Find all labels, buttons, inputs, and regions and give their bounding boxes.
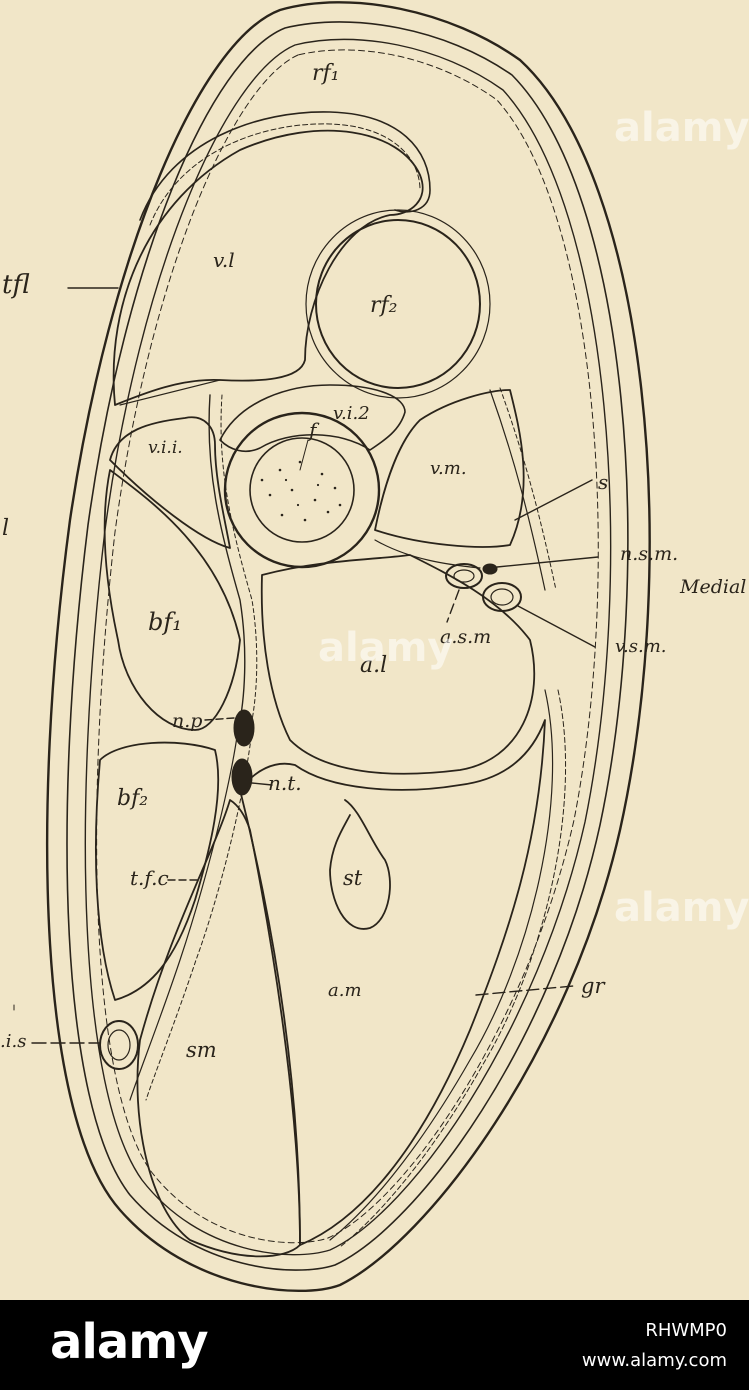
chamber-bf1 — [103, 469, 241, 731]
watermark-middle: alamy — [318, 625, 454, 671]
label-left-l: l — [2, 516, 10, 541]
label-vsm: v.s.m. — [615, 636, 667, 657]
label-bf1: bf₁ — [148, 608, 182, 636]
footer-bar: alamy RHWMP0 www.alamy.com — [0, 1300, 749, 1390]
label-al: a.l — [360, 653, 388, 678]
label-sm: sm — [186, 1038, 217, 1062]
label-vi2: v.i.2 — [333, 403, 370, 424]
outer-outline-inner — [66, 21, 629, 1271]
vessel-is — [99, 1020, 139, 1070]
leader-f — [299, 439, 309, 471]
label-f: f — [309, 418, 317, 442]
label-medial: Medial — [680, 576, 747, 598]
leader-gr — [475, 985, 574, 996]
central-septum — [208, 394, 246, 731]
outer-outline — [45, 1, 651, 1293]
nucleus-f-inner — [249, 437, 355, 543]
chamber-al — [260, 554, 536, 775]
nucleus-f-outer — [223, 411, 381, 569]
leader-asm — [446, 589, 460, 623]
body-wall-dashed — [96, 49, 599, 1244]
tissue-gr — [329, 689, 554, 1241]
label-st: st — [343, 866, 363, 890]
nerve-np — [233, 709, 255, 747]
label-vi1: v.i.i. — [148, 438, 183, 458]
leader-vsm — [517, 605, 596, 648]
label-asm: a.s.m — [440, 626, 492, 648]
watermark-bottom: alamy — [614, 885, 749, 931]
nerve-nsm — [482, 563, 498, 575]
chamber-st — [329, 799, 391, 930]
label-nsm: n.s.m. — [620, 543, 679, 565]
label-vl: v.l — [213, 248, 235, 272]
leader-nt — [251, 782, 273, 786]
chamber-sm — [136, 799, 301, 1258]
body-wall — [84, 38, 612, 1256]
label-bf2: bf₂ — [117, 786, 149, 811]
chamber-rf1-boundary — [139, 111, 431, 221]
vessel-vsm — [482, 582, 522, 612]
chamber-vi1 — [109, 416, 231, 549]
vessel-asm — [445, 563, 483, 589]
chamber-vl — [112, 129, 424, 406]
label-np: n.p — [172, 710, 203, 732]
diagram-figure: rf₁ v.l tfl rf₂ v.i.2 v.i.i. f v.m. s n.… — [0, 0, 749, 1300]
septum-s — [489, 389, 546, 591]
label-s: s — [598, 470, 609, 494]
vessel-wall-upper — [119, 379, 221, 406]
lower-septum — [129, 729, 239, 1101]
leader-np — [204, 717, 235, 721]
chamber-bf2 — [95, 741, 220, 1001]
label-tfc: t.f.c — [130, 866, 169, 890]
image-id: RHWMP0 — [645, 1320, 727, 1341]
label-nt: n.t. — [268, 771, 302, 795]
label-tfl: tfl — [2, 270, 30, 300]
cross-section-drawing — [13, 1, 651, 1293]
leader-nsm — [496, 556, 599, 568]
label-vm: v.m. — [430, 458, 467, 479]
label-rf2: rf₂ — [370, 293, 398, 318]
chamber-vi2 — [219, 384, 406, 452]
nerve-nt — [231, 758, 253, 796]
leader-s — [514, 479, 593, 521]
label-rf1: rf₁ — [312, 61, 340, 86]
alamy-logo: alamy — [50, 1314, 209, 1370]
chamber-am — [239, 719, 546, 1246]
chamber-rf2 — [315, 219, 481, 389]
label-gr: gr — [581, 974, 605, 998]
site-url: www.alamy.com — [581, 1350, 727, 1371]
horizontal-septum — [374, 539, 481, 569]
chamber-vm — [374, 389, 525, 548]
watermark-top: alamy — [614, 105, 749, 151]
label-is: .i.s — [0, 1031, 27, 1052]
label-am: a.m — [328, 980, 362, 1001]
